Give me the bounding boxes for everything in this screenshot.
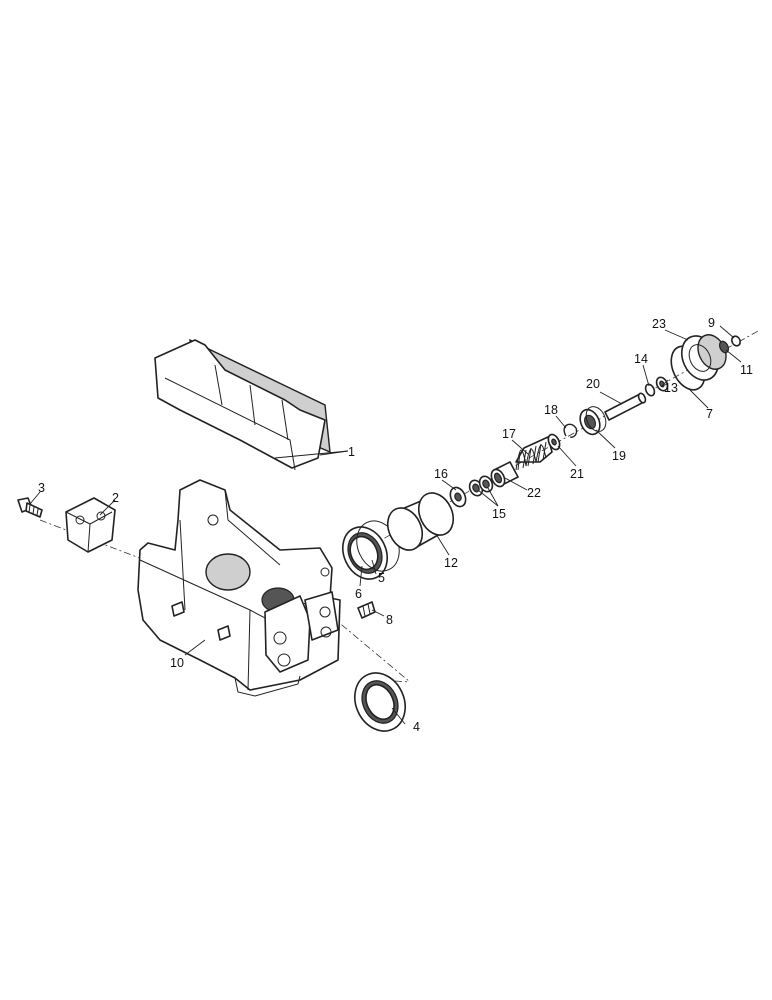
callout-16: 16 — [434, 467, 448, 481]
piston-seal-rings — [342, 520, 400, 580]
rings-15 — [468, 475, 494, 497]
washer-21 — [547, 433, 561, 451]
callout-5: 5 — [378, 571, 385, 585]
callout-21: 21 — [570, 467, 584, 481]
callout-9: 9 — [708, 316, 715, 330]
callout-11: 11 — [740, 363, 753, 377]
end-cap-23 — [680, 334, 727, 381]
callout-22: 22 — [527, 486, 541, 500]
callout-19: 19 — [612, 449, 626, 463]
callout-14: 14 — [634, 352, 648, 366]
callout-4: 4 — [413, 720, 420, 734]
callout-6: 6 — [355, 587, 362, 601]
washer-9 — [731, 335, 741, 347]
sleeve-22 — [490, 461, 519, 488]
callout-numbers: 1 2 3 4 5 6 7 8 9 10 11 12 13 14 15 16 1… — [38, 316, 753, 734]
leader-lines — [29, 325, 742, 725]
callout-2: 2 — [112, 491, 119, 505]
callout-10: 10 — [170, 656, 184, 670]
callout-18: 18 — [544, 403, 558, 417]
callout-7: 7 — [706, 407, 713, 421]
assembly-axis-lines — [39, 329, 761, 683]
pad-retainer — [65, 497, 116, 553]
callout-17: 17 — [502, 427, 516, 441]
callout-15: 15 — [492, 507, 506, 521]
ring-14 — [644, 383, 656, 397]
callout-13: 13 — [664, 381, 678, 395]
retainer-bolt — [17, 497, 43, 518]
callout-1: 1 — [348, 445, 355, 459]
callout-23: 23 — [652, 317, 666, 331]
caliper-housing — [137, 479, 341, 697]
washer-16 — [449, 486, 467, 508]
brake-pads — [154, 338, 331, 471]
circlip-18 — [563, 423, 578, 438]
callout-20: 20 — [586, 377, 600, 391]
piston — [386, 492, 455, 551]
callout-12: 12 — [444, 556, 458, 570]
adjuster-shaft-20 — [604, 392, 647, 421]
callout-3: 3 — [38, 481, 45, 495]
dust-seal — [354, 672, 406, 732]
adjuster-nut-19 — [579, 406, 607, 436]
spring-17 — [515, 436, 553, 471]
callout-8: 8 — [386, 613, 393, 627]
